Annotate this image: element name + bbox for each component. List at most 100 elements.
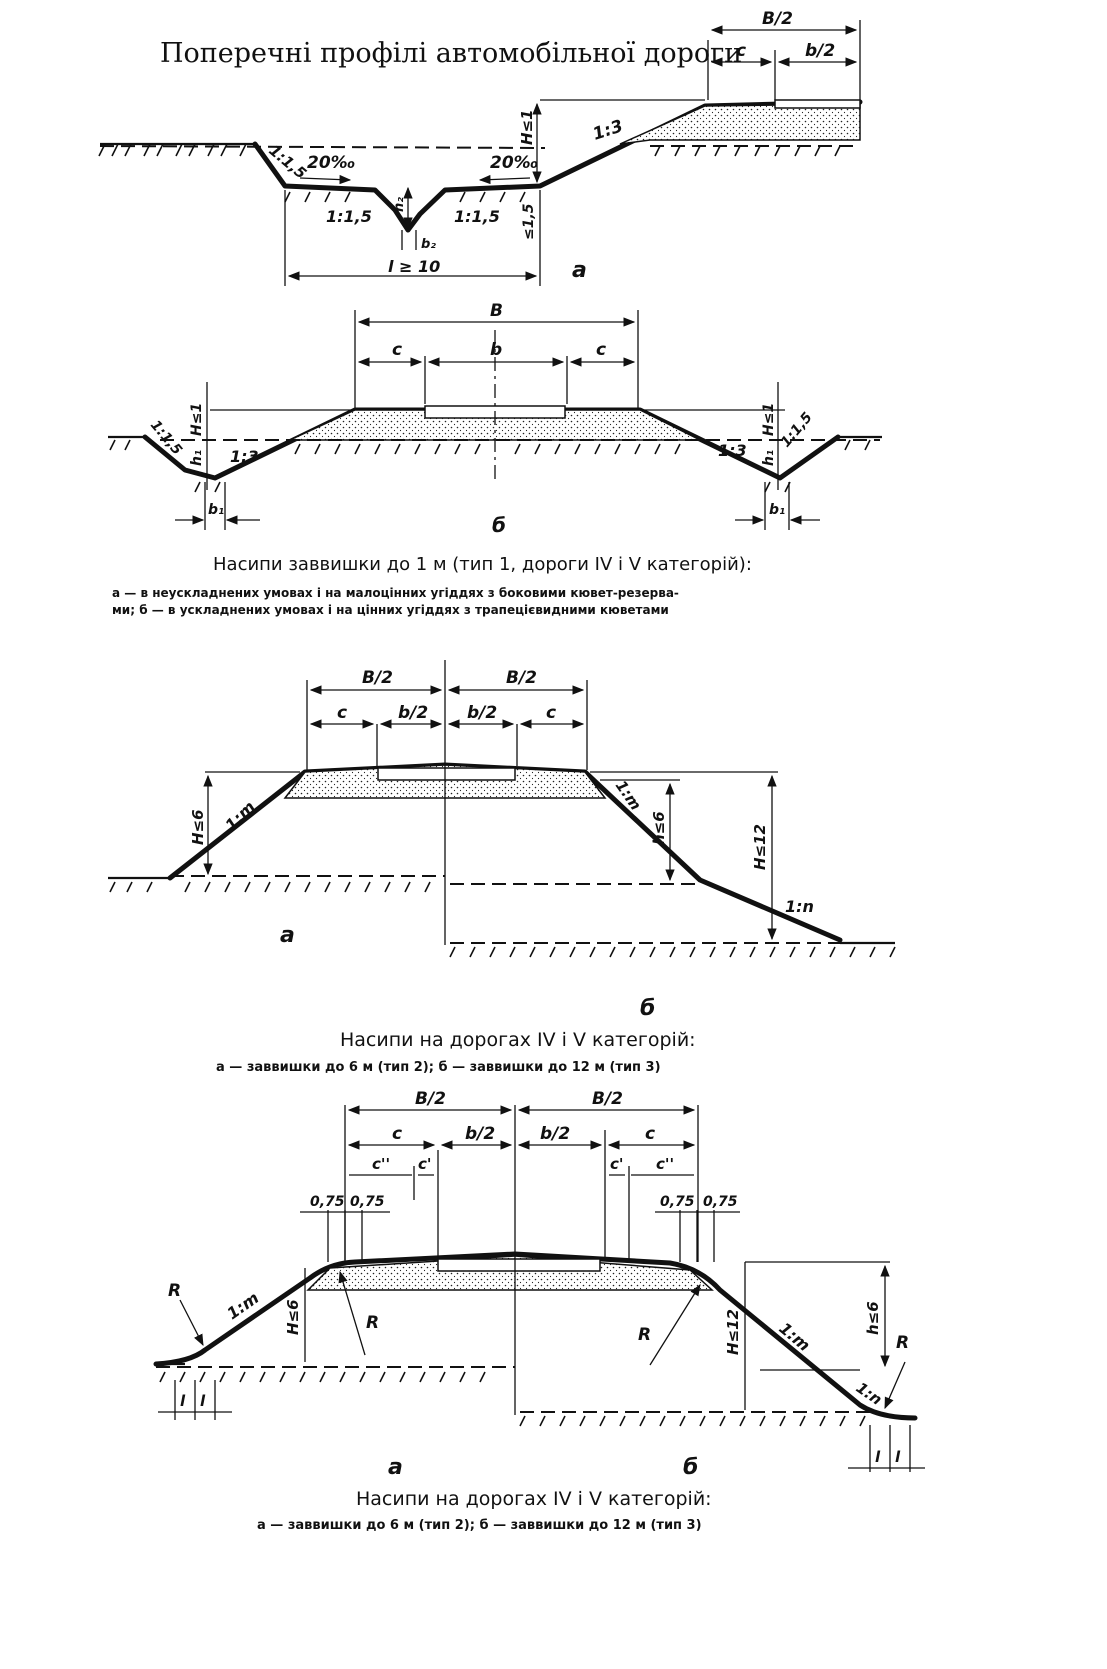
fig2-label-H6: H≤6 <box>189 809 207 845</box>
fig1a-label-slope-left: 1:1,5 <box>265 141 310 182</box>
fig1a-dashed-ground <box>99 145 546 149</box>
fig2-label-slope-m-left: 1:m <box>221 797 259 835</box>
fig3-label-R-left: R <box>168 1281 181 1301</box>
fig1a-label-b2: b₂ <box>421 237 436 252</box>
fig3-caption-line1: а — заввишки до 6 м (тип 2); б — заввишк… <box>257 1518 702 1533</box>
fig1a-dim-l-ext <box>284 190 541 286</box>
fig3-dim-075-ext <box>327 1210 715 1262</box>
fig1a-profile: B/2 c b/2 H≤1 1:3 1:1,5 20‰ 20‰ 1:1,5 1:… <box>98 9 863 286</box>
fig1a-label-c: c <box>736 41 746 61</box>
fig3-label-c-right: c <box>645 1124 655 1144</box>
fig1b-label-H-left: H≤1 <box>189 403 205 436</box>
fig2-label-b2-left: b/2 <box>398 703 428 723</box>
fig1b-label-b: b <box>490 340 502 360</box>
fig1b-label-h1-right: h₁ <box>761 450 777 466</box>
fig3-label-b2-right: b/2 <box>540 1124 570 1144</box>
fig1a-fill <box>619 103 861 145</box>
main-title: Поперечні профілі автомобільної дороги <box>160 38 742 69</box>
fig1b-label-slope-3-right: 1:3 <box>718 441 747 460</box>
fig1b-label-slope-3-left: 1:3 <box>230 447 259 466</box>
fig3-dim-ext <box>344 1105 699 1262</box>
fig3-profile: B/2 B/2 c b/2 b/2 c c'' c' c' c'' 0,75 0… <box>153 1089 925 1480</box>
fig1a-label-b2: b/2 <box>805 41 835 61</box>
fig1b-label-B: B <box>490 301 503 321</box>
fig3-pavement <box>437 1258 601 1272</box>
fig1b-letter: б <box>492 513 506 537</box>
fig3-R-arrow-inner-left <box>338 1270 366 1356</box>
fig1a-label-20-right: 20‰ <box>490 153 538 173</box>
fig1a-label-l: l ≥ 10 <box>388 257 440 276</box>
fig1-caption-title: Насипи заввишки до 1 м (тип 1, дороги IV… <box>213 554 752 575</box>
fig3-label-b2-left: b/2 <box>465 1124 495 1144</box>
fig3-label-l-left-1: l <box>180 1392 186 1410</box>
fig1a-label-B2: B/2 <box>762 9 793 29</box>
fig3-R-arrow-left <box>179 1299 204 1347</box>
fig3-label-075-1: 0,75 <box>310 1194 345 1210</box>
fig2-caption-line1: а — заввишки до 6 м (тип 2); б — заввишк… <box>216 1060 661 1075</box>
fig1-caption-line1: а — в неускладнених умовах і на малоцінн… <box>112 586 679 600</box>
fig1a-pavement <box>774 99 861 109</box>
fig2-letter-a: a <box>280 923 295 948</box>
fig1b-ground-hatch <box>109 439 871 493</box>
fig3-caption-title: Насипи на дорогах IV і V категорій: <box>356 1488 712 1510</box>
fig2-label-h6: h≤6 <box>650 811 668 845</box>
fig3-label-c1-left: c' <box>418 1155 431 1173</box>
fig1a-label-20-left: 20‰ <box>307 153 355 173</box>
fig1a-label-h2: h₂ <box>392 197 407 212</box>
fig3-label-R-right: R <box>896 1333 909 1353</box>
fig2-label-H12: H≤12 <box>751 824 769 870</box>
fig3-label-B2-right: B/2 <box>592 1089 623 1109</box>
fig3-label-c2-left: c'' <box>372 1155 390 1173</box>
fig3-label-075-4: 0,75 <box>703 1194 738 1210</box>
fig3-R-arrow-right <box>884 1361 906 1410</box>
fig3-label-R-inner-left: R <box>366 1313 379 1333</box>
fig3-label-075-3: 0,75 <box>660 1194 695 1210</box>
fig1a-label-slope-ditch-left: 1:1,5 <box>326 207 372 226</box>
fig1b-dim-b1-ext <box>204 482 790 530</box>
fig1b-label-H-right: H≤1 <box>761 403 777 436</box>
fig3-label-l-right-1: l <box>875 1448 881 1466</box>
fig3-label-075-2: 0,75 <box>350 1194 385 1210</box>
fig3-label-R-inner-right: R <box>638 1325 651 1345</box>
fig2-label-b2-right: b/2 <box>467 703 497 723</box>
fig1b-label-b1-left: b₁ <box>208 502 224 518</box>
fig1b-profile: B c b c H≤1 H≤1 h₁ h₁ 1:1,5 1:1,5 1:3 1:… <box>108 301 882 537</box>
fig3-R-arrow-inner-right <box>649 1284 701 1366</box>
fig1a-label-H: H≤1 <box>518 109 536 145</box>
fig3-label-c1-right: c' <box>610 1155 623 1173</box>
fig1a-ground-hatch-left <box>98 143 247 157</box>
fig1b-label-b1-right: b₁ <box>769 502 785 518</box>
fig1a-dim-b2-ext <box>401 230 417 250</box>
fig1-caption-line2: ми; б — в ускладнених умовах і на цінних… <box>112 603 669 617</box>
fig3-label-h6: h≤6 <box>864 1301 882 1335</box>
fig2-label-B2-right: B/2 <box>506 668 537 688</box>
fig2-pavement <box>377 767 516 781</box>
fig2-profile: B/2 B/2 c b/2 b/2 c H≤6 1:m 1:m h≤6 H≤12… <box>108 660 896 1021</box>
fig1b-label-c-right: c <box>596 340 606 360</box>
fig3-label-c-left: c <box>392 1124 402 1144</box>
fig1a-arrow-20-left <box>299 174 352 185</box>
fig1a-label-slope-1-3: 1:3 <box>590 116 625 144</box>
fig3-label-c2-right: c'' <box>656 1155 674 1173</box>
fig3-dim-l-left-ext <box>174 1380 216 1420</box>
fig3-label-B2-left: B/2 <box>415 1089 446 1109</box>
fig1a-profile-line <box>252 99 863 233</box>
fig1a-ground-hatch-right <box>284 145 841 203</box>
fig3-dim-c-sub-ext <box>413 1166 630 1260</box>
fig2-letter-b: б <box>640 996 655 1021</box>
fig3-fill <box>306 1255 714 1291</box>
fig3-h-lines <box>745 1261 890 1371</box>
fig3-label-H6: H≤6 <box>284 1299 302 1335</box>
fig2-ground-hatch <box>109 881 896 958</box>
fig1b-h-axis <box>206 382 779 490</box>
fig3-label-slope-m-left: 1:m <box>223 1288 262 1323</box>
fig1a-label-le: ≤1,5 <box>521 203 537 240</box>
fig2-label-c-left: c <box>337 703 347 723</box>
fig1a-letter: a <box>572 258 587 283</box>
fig2-label-B2-left: B/2 <box>362 668 393 688</box>
fig3-label-l-right-2: l <box>895 1448 901 1466</box>
fig1a-dim-ext <box>707 20 861 100</box>
fig1b-label-h1-left: h₁ <box>189 450 205 466</box>
fig2-label-slope-n: 1:n <box>785 897 814 916</box>
